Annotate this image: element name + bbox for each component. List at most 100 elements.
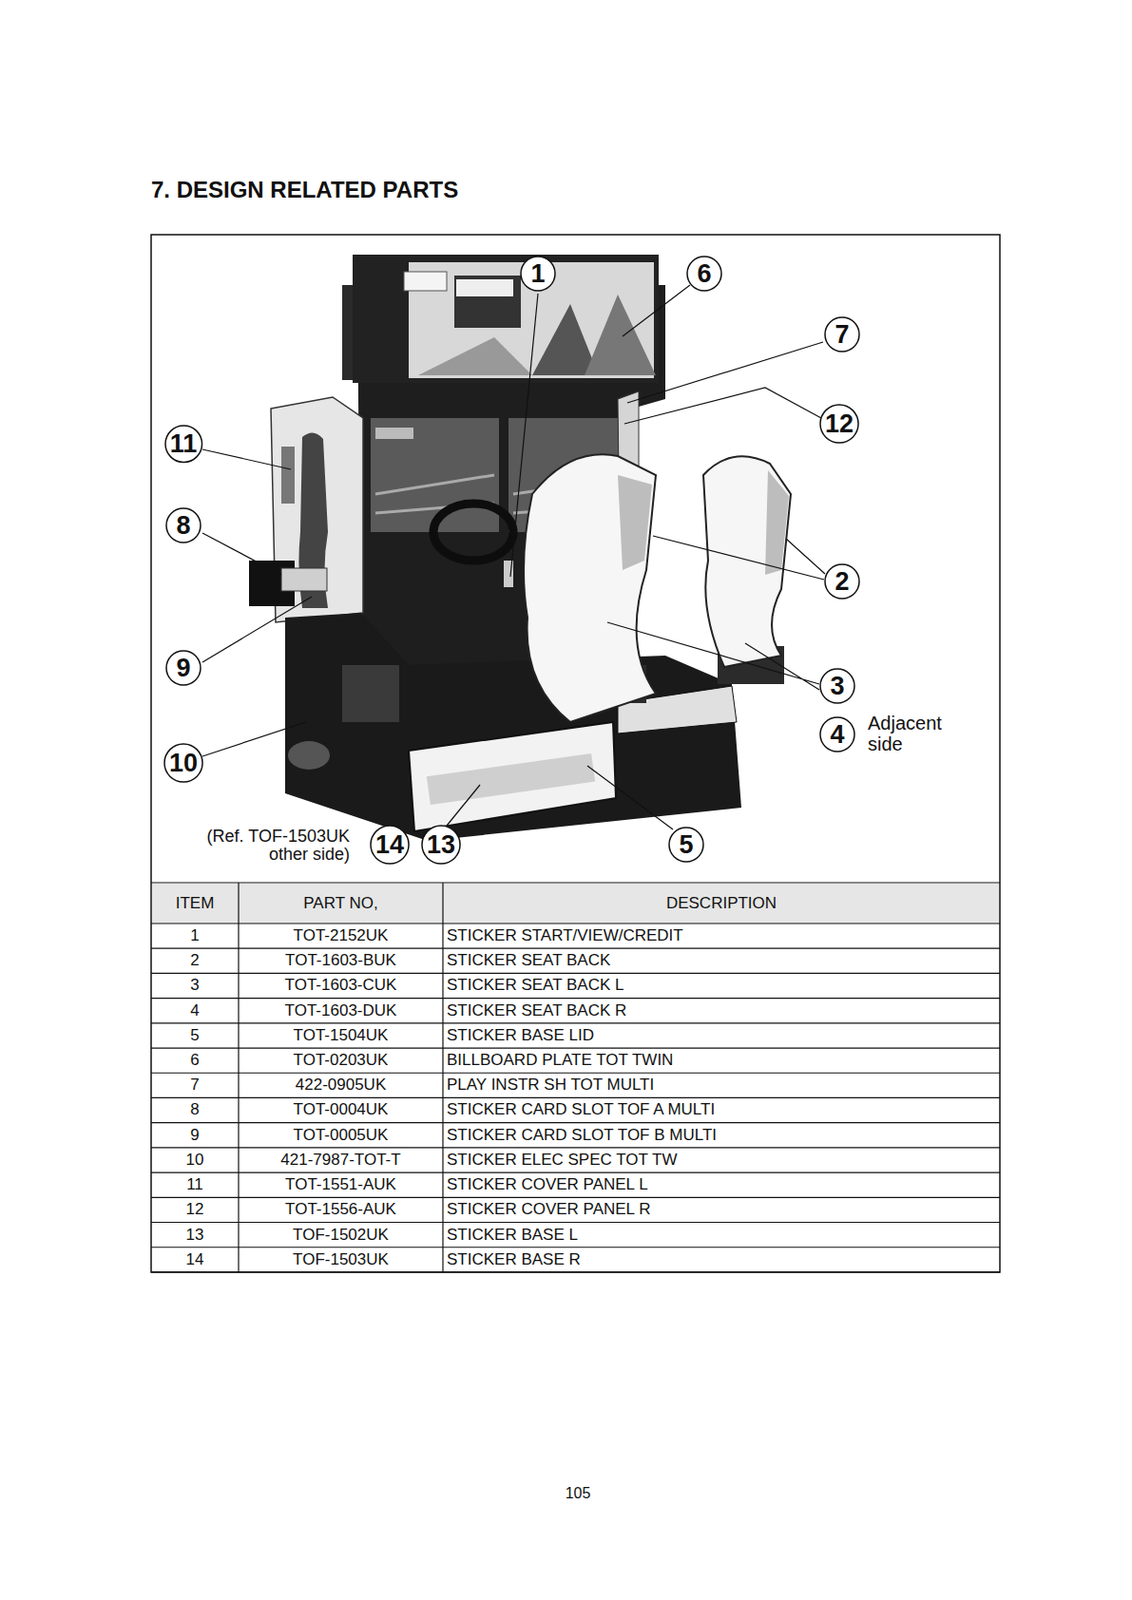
leader-line (627, 342, 824, 403)
leader-line (202, 533, 282, 576)
table-cell: TOT-1603-DUK (238, 998, 443, 1024)
base-lid-graphic (426, 753, 595, 806)
callout-number: 1 (519, 255, 557, 292)
table-rule (151, 882, 1000, 883)
table-cell: TOF-1503UK (238, 1247, 443, 1273)
base-lid-sticker (408, 722, 616, 832)
billboard-figure (584, 294, 656, 376)
table-cell: STICKER SEAT BACK R (446, 998, 998, 1024)
callout-text: 14 (369, 825, 410, 865)
table-header: ITEM (151, 882, 239, 924)
callout-outline (165, 425, 203, 463)
table-rule (151, 1022, 1000, 1024)
leader-line (607, 622, 820, 691)
table-cell: 1 (151, 923, 239, 949)
callout-text: 10 (163, 743, 204, 784)
page-number: 105 (532, 1484, 624, 1503)
table-rule (151, 997, 1000, 999)
billboard (352, 254, 659, 384)
table-cell: 4 (151, 998, 239, 1024)
callout-text: 2 (824, 563, 861, 600)
table-cell: STICKER CARD SLOT TOF A MULTI (446, 1097, 998, 1123)
table-cell: TOT-1551-AUK (238, 1172, 443, 1198)
elec-spec-sticker (287, 741, 330, 770)
callout-number: 12 (819, 403, 860, 444)
callout-text: 7 (824, 316, 861, 353)
panel-graphic (281, 446, 295, 504)
callout-outline (166, 508, 201, 543)
table-rule (151, 1047, 1000, 1049)
table-cell: 9 (151, 1123, 239, 1149)
callout-text: 9 (165, 650, 202, 687)
callout-text: 12 (819, 403, 860, 444)
table-cell: TOT-2152UK (238, 923, 443, 949)
callout-number: 11 (164, 424, 204, 464)
callout-number: 14 (369, 825, 410, 865)
frame (151, 234, 1000, 1273)
leader-line (652, 536, 826, 580)
billboard-graphic (456, 279, 514, 297)
table-rule (151, 1073, 1000, 1075)
billboard-graphic (454, 275, 521, 328)
table-rule (151, 1197, 1000, 1199)
callout-text: 5 (668, 826, 705, 864)
table-cell: STICKER SEAT BACK (446, 948, 998, 974)
table-cell: 2 (151, 948, 239, 974)
table-cell: 3 (151, 973, 239, 998)
callout-text: 4 (819, 716, 856, 753)
callout-outline (370, 825, 409, 864)
table-header: PART NO, (238, 882, 443, 924)
callout-number: 5 (668, 826, 705, 864)
table-cell: 422-0905UK (238, 1073, 443, 1098)
callout-number: 3 (819, 668, 856, 705)
leader-line (446, 785, 480, 826)
callout-outline (422, 825, 461, 864)
table-cell: 10 (151, 1148, 239, 1173)
callout-text: 8 (165, 507, 202, 544)
table-header-ground (152, 883, 999, 924)
pedals (342, 665, 400, 723)
table-cell: STICKER CARD SLOT TOF B MULTI (446, 1123, 998, 1149)
table-cell: 14 (151, 1247, 239, 1273)
table-cell: 13 (151, 1223, 239, 1248)
table-cell: STICKER BASE LID (446, 1023, 998, 1049)
callout-number: 2 (824, 563, 861, 600)
callout-outline (520, 256, 556, 291)
table-cell: BILLBOARD PLATE TOT TWIN (446, 1048, 998, 1074)
callout-outline (164, 744, 203, 783)
base (285, 613, 742, 842)
table-cell: STICKER BASE R (446, 1247, 998, 1273)
table-rule (441, 882, 443, 1273)
seat-sticker (765, 470, 789, 576)
callout-text: 11 (164, 424, 204, 464)
callout-number: 13 (421, 825, 461, 865)
table-rule (151, 1097, 1000, 1099)
table-cell: STICKER COVER PANEL L (446, 1172, 998, 1198)
table-cell: TOT-0004UK (238, 1097, 443, 1123)
leader-line (622, 285, 691, 337)
table-cell: TOT-1603-CUK (238, 973, 443, 998)
callout-text: 13 (421, 825, 461, 865)
callout-number: 4 (819, 716, 856, 753)
leader-line (624, 387, 822, 424)
callout-text: 3 (819, 668, 856, 705)
section-title: 7. DESIGN RELATED PARTS (151, 176, 459, 204)
screen-hud (375, 427, 414, 440)
table-rule (151, 1271, 1000, 1273)
table-cell: STICKER START/VIEW/CREDIT (446, 923, 998, 949)
table-cell: 5 (151, 1023, 239, 1049)
leader-line (587, 766, 673, 830)
table-cell: TOT-1603-BUK (238, 948, 443, 974)
table-cell: 12 (151, 1197, 239, 1223)
leader-line (202, 596, 312, 663)
table-cell: STICKER SEAT BACK L (446, 973, 998, 998)
table-cell: 8 (151, 1097, 239, 1123)
callout-outline (825, 564, 860, 599)
billboard-logo (403, 271, 447, 291)
table-rule (237, 882, 239, 1273)
callout-number: 9 (165, 650, 202, 687)
table-cell: 11 (151, 1172, 239, 1198)
